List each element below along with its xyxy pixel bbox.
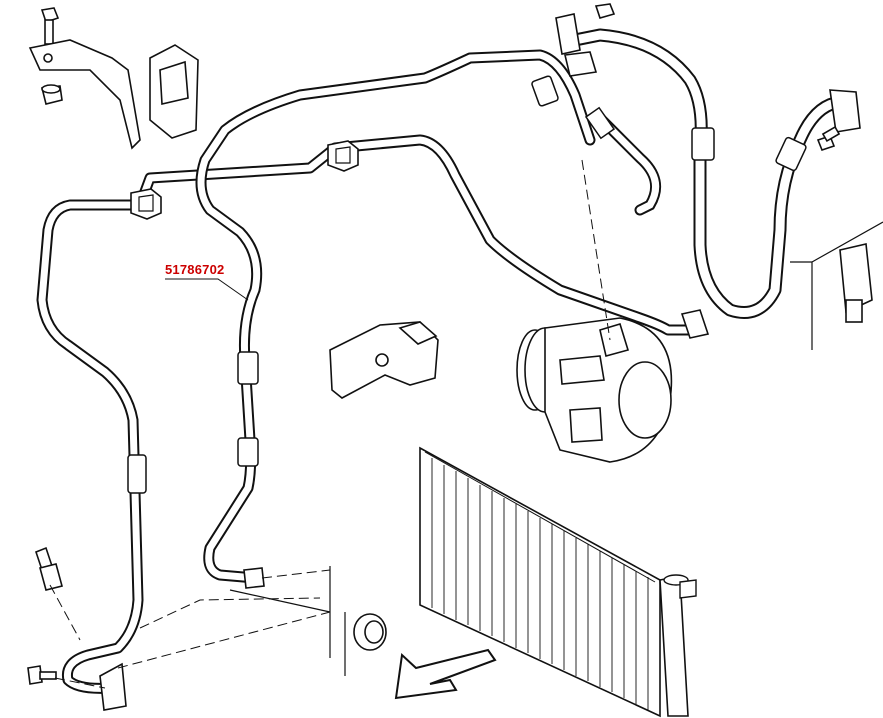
assembly-dashed-lines <box>49 159 611 689</box>
nut-top-left[interactable] <box>41 84 63 105</box>
bolt-right[interactable] <box>816 125 841 151</box>
part-number-label[interactable]: 51786702 <box>165 262 225 277</box>
hose-end-fittings <box>99 13 861 711</box>
pressure-switch-bottom-left[interactable] <box>35 546 63 591</box>
bracket-top-left[interactable] <box>28 39 141 150</box>
hose-51786702[interactable] <box>195 49 596 584</box>
direction-arrow <box>394 648 497 700</box>
bolt-top-left[interactable] <box>40 7 60 45</box>
hose-top-long[interactable] <box>134 134 706 336</box>
bracket-right-edge[interactable] <box>839 243 873 323</box>
hose-crimp-fittings <box>127 75 807 494</box>
condenser-fins <box>431 458 649 710</box>
hose-right-suction[interactable] <box>568 28 847 319</box>
bolt-bottom-left[interactable] <box>27 665 57 685</box>
sealing-ring[interactable] <box>353 613 387 651</box>
pressure-sensor-hose[interactable] <box>584 106 662 216</box>
engine-edge-lines <box>790 221 883 350</box>
hose-left-long[interactable] <box>36 199 144 694</box>
frame-lines <box>229 566 346 676</box>
nut-top-right[interactable] <box>594 3 616 19</box>
part-label-leader <box>165 278 249 301</box>
condenser[interactable] <box>419 446 697 718</box>
ac-compressor[interactable] <box>516 317 673 463</box>
bracket-center[interactable] <box>329 321 439 399</box>
bracket-block-top[interactable] <box>149 44 199 139</box>
